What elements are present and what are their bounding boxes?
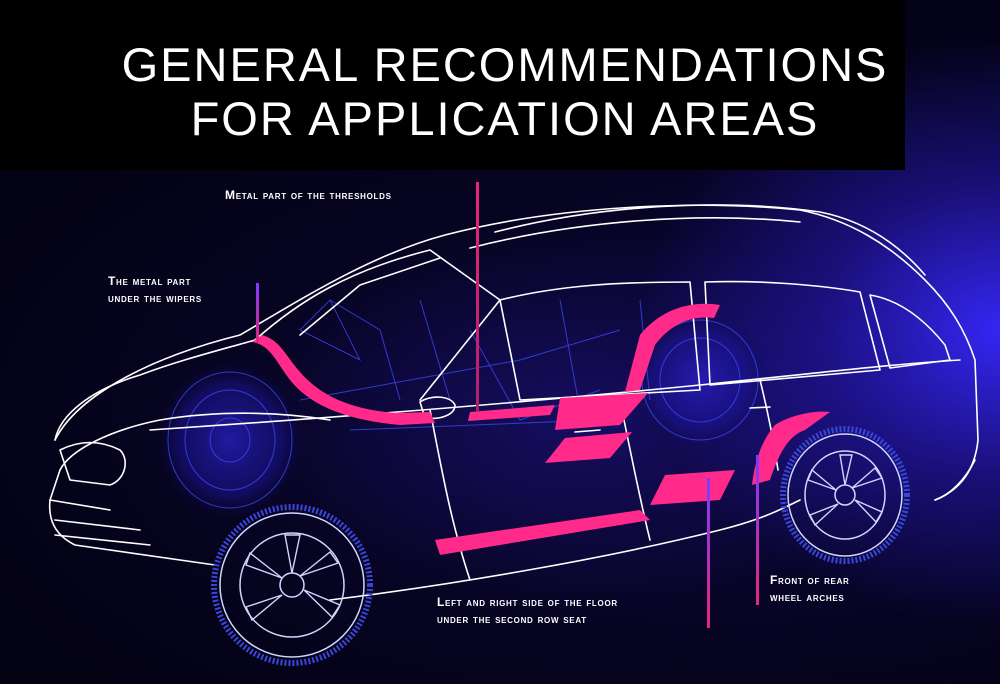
application-areas: [252, 303, 830, 555]
front-wheel: [211, 504, 373, 666]
label-arches-line-2: wheel arches: [770, 590, 845, 604]
callout-line-thresholds: [476, 182, 479, 412]
rear-wheel-hidden-glow: [630, 310, 770, 450]
label-wipers-line-1: The metal part: [108, 274, 192, 288]
callout-line-floor: [707, 478, 710, 628]
label-arches: Front of rear wheel arches: [770, 572, 850, 606]
area-side-sill: [435, 510, 650, 555]
area-floor-rear: [650, 470, 735, 505]
area-rear-arch-inner: [625, 303, 720, 392]
label-arches-line-1: Front of rear: [770, 573, 850, 587]
label-floor-line-1: Left and right side of the floor: [437, 595, 618, 609]
label-wipers-line-2: under the wipers: [108, 291, 202, 305]
label-floor: Left and right side of the floor under t…: [437, 594, 618, 628]
area-under-wipers: [252, 335, 435, 425]
label-thresholds: Metal part of the thresholds: [225, 187, 392, 204]
area-floor-middle: [545, 432, 632, 463]
area-floor-front: [555, 393, 648, 430]
title-panel: GENERAL RECOMMENDATIONS FOR APPLICATION …: [0, 0, 905, 170]
label-wipers: The metal part under the wipers: [108, 273, 202, 307]
title-line-2: FOR APPLICATION AREAS: [190, 92, 820, 145]
title-line-1: GENERAL RECOMMENDATIONS: [121, 38, 889, 91]
label-floor-line-2: under the second row seat: [437, 612, 587, 626]
wheel-glows: [155, 310, 770, 520]
rear-wheel: [780, 426, 910, 564]
area-rear-arch-outer: [752, 411, 830, 485]
label-thresholds-text: Metal part of the thresholds: [225, 188, 392, 202]
callout-line-arches: [756, 455, 759, 605]
callout-line-wipers: [256, 283, 259, 343]
area-thresholds: [468, 405, 555, 421]
front-wheel-hidden-glow: [155, 360, 305, 520]
car-body-outline: [48, 204, 979, 601]
